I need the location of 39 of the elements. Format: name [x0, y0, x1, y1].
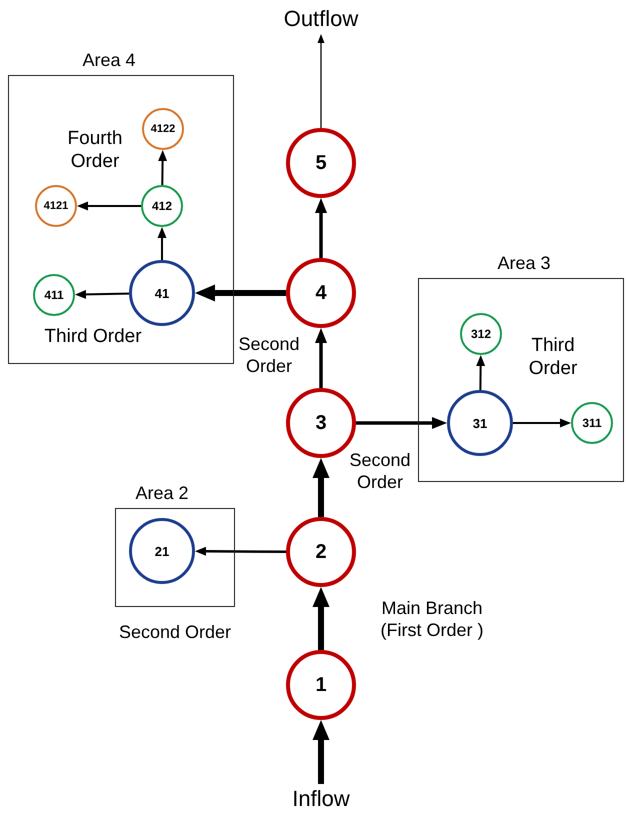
order-label: Second Order: [118, 622, 232, 644]
arrow: [75, 290, 130, 299]
arrow: [312, 720, 330, 784]
node-circle: 411: [33, 274, 75, 316]
node-circle: 2: [286, 517, 356, 587]
arrow: [315, 328, 327, 388]
arrow: [195, 546, 286, 556]
arrow: [312, 587, 330, 650]
area-heading: Area 4: [82, 50, 136, 71]
node-circle: 41: [129, 260, 195, 326]
arrow: [312, 458, 330, 517]
arrow: [318, 34, 324, 128]
flow-label: Inflow: [276, 784, 366, 814]
order-label: Third Order: [43, 326, 143, 349]
node-circle: 21: [129, 518, 195, 584]
node-circle: 31: [447, 390, 513, 456]
node-circle: 312: [460, 313, 502, 355]
arrow: [158, 150, 168, 186]
order-label: Fourth Order: [66, 128, 124, 174]
arrow: [356, 417, 447, 429]
node-circle: 4122: [142, 108, 184, 150]
arrow: [315, 198, 327, 258]
node-circle: 5: [286, 128, 356, 198]
node-circle: 412: [141, 185, 183, 227]
area-heading: Area 3: [497, 253, 551, 274]
arrow: [158, 227, 166, 260]
node-circle: 1: [286, 650, 356, 720]
arrow: [476, 355, 486, 390]
order-label: Second Order: [237, 334, 301, 378]
order-label: Main Branch (First Order ): [380, 598, 484, 642]
area-heading: Area 2: [135, 483, 189, 504]
node-circle: 4121: [35, 185, 77, 227]
arrow: [77, 202, 141, 210]
order-label: Third Order: [528, 335, 578, 381]
arrow: [513, 418, 571, 428]
node-circle: 311: [571, 402, 613, 444]
node-circle: 4: [286, 258, 356, 328]
arrow: [195, 284, 286, 302]
flow-label: Outflow: [271, 4, 371, 34]
